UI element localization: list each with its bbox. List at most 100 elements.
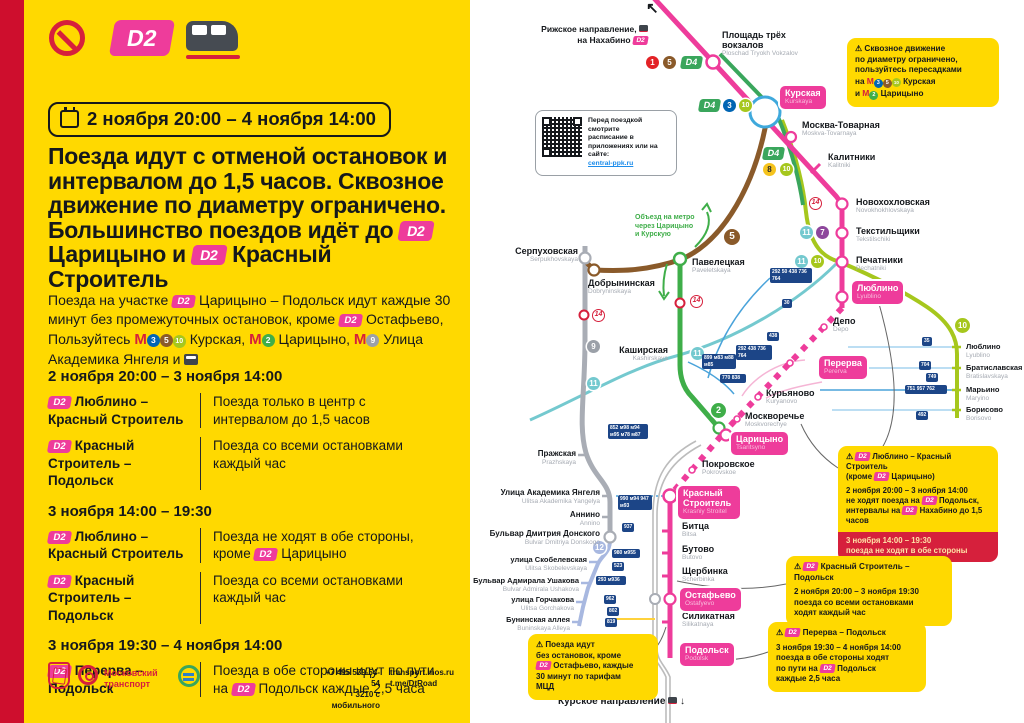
schedule-row: D2 Красный Строитель – Подольск Поезда с… (46, 437, 456, 490)
d2-chip: D2 (253, 548, 279, 561)
moscow-crest-icon (48, 662, 70, 689)
line-10-badge: 10 (172, 335, 186, 348)
route-cell: D2 Люблино – Красный Строитель (46, 393, 200, 428)
mcd-logo-icon (178, 665, 200, 687)
station-translit: Pererva (824, 368, 847, 375)
callout-no-stops: ⚠ Поезда идут без остановок, кроме D2 Ос… (528, 634, 658, 700)
line-d4-badge: D4 (679, 56, 704, 69)
station-translit: Scherbinka (682, 576, 715, 583)
station-name: Битца (682, 521, 710, 531)
station-translit: Bratislavskaya (966, 373, 1008, 380)
station-translit: Ulitsa Akademika Yangelya (521, 498, 600, 505)
desc-cell: Поезда не ходят в обе стороны, кроме D2 … (200, 527, 441, 563)
station-name: Новохохловская (856, 197, 930, 207)
bus-route-chip: 937 (622, 523, 635, 532)
detour-line2: через Царицыно (635, 222, 694, 230)
schedule-row: D2 Люблино – Красный Строитель Поезда то… (46, 393, 456, 428)
line-7-badge: 7 (816, 226, 829, 239)
station-translit: Tsaritsyno (736, 444, 766, 451)
schedule-section-title: 3 ноября 19:30 – 4 ноября 14:00 (48, 637, 283, 654)
station-translit: Pechatniki (856, 265, 886, 272)
route-cell: D2 Люблино – Красный Строитель (46, 528, 200, 563)
d2-chip: D2 (901, 506, 919, 515)
route-text: Красный Строитель – Подольск (48, 572, 135, 623)
line-10-badge: 10 (891, 77, 901, 87)
line-9-badge: 9 (587, 340, 600, 353)
station-translit: Bitsa (682, 531, 697, 538)
d2-line-badge: D2 (108, 20, 176, 56)
line-3-badge: 3 (873, 78, 883, 88)
map-lines (529, 0, 961, 723)
line-5-badge: 5 (663, 56, 676, 69)
direction-riga-line2: на Нахабино (577, 34, 631, 45)
date-range: 2 ноября 20:00 – 4 ноября 14:00 (87, 108, 376, 129)
station-translit: Novokhokhlovskaya (856, 207, 914, 214)
metro-m-icon: М (862, 87, 870, 98)
calendar-icon (60, 107, 79, 128)
train-icon (186, 21, 240, 59)
d2-chip: D2 (230, 682, 256, 696)
station-translit: Moskvorechye (745, 421, 787, 428)
callout-text: Нахабино до 1,5 часов (846, 506, 983, 525)
detour-line1: Объезд на метро (635, 214, 695, 221)
d2-chip: D2 (46, 530, 73, 544)
d2-chip: D2 (46, 396, 73, 409)
station-translit: Silikatnaya (682, 621, 714, 628)
d2-chip: D2 (190, 245, 228, 265)
para1-b: Царицыно – Подольск идут каждые 30 минут… (48, 292, 451, 327)
station-name: Текстильщики (856, 226, 920, 236)
station-name: Бульвар Адмирала Ушакова (473, 576, 579, 585)
station-name: Павелецкая (692, 257, 745, 267)
station-name: Братиславская (966, 363, 1023, 372)
station-name: Каширская (619, 345, 668, 355)
bus-route-chip: 704 (919, 361, 932, 370)
d2-chip: D2 (171, 295, 197, 308)
info-panel: D2 2 ноября 20:00 – 4 ноября 14:00 Поезд… (24, 0, 470, 723)
desc-text: Поезда не ходят в обе стороны, кроме (213, 528, 414, 562)
station-name: Силикатная (682, 611, 735, 621)
d2-chip: D2 (784, 628, 802, 637)
metro-m-icon: М (249, 331, 262, 348)
qr-text: Перед поездкой смотрите расписание в при… (588, 117, 660, 169)
callout-text: Подольск, (939, 496, 979, 505)
direction-kursk: Курское направление ↓ (558, 696, 685, 708)
callout-date: 3 ноября 19:30 – 4 ноября 14:00 (776, 642, 901, 652)
warning-icon: ⚠ (855, 44, 863, 53)
station-translit: Ulitsa Gorchakova (520, 605, 574, 612)
callout-text: по пути на (776, 663, 818, 673)
qr-caption: Перед поездкой смотрите расписание в при… (588, 117, 658, 159)
callout-red-date: 3 ноября 14:00 – 19:30 (846, 536, 932, 545)
left-red-stripe (0, 0, 24, 723)
bus-route-chip: 292 50 438 736 764 (770, 268, 812, 283)
callout-sub: Царицыно) (891, 472, 935, 481)
suburban-train-icon (639, 25, 648, 32)
schedule-section-title: 3 ноября 14:00 – 19:30 (48, 502, 212, 520)
line-10-badge: 10 (780, 163, 793, 176)
callout-date: 2 ноября 20:00 – 3 ноября 19:30 (794, 587, 919, 596)
warning-icon: ⚠ (846, 452, 853, 461)
bus-icon (184, 353, 199, 365)
d2-chip: D2 (854, 452, 871, 461)
qr-link[interactable]: central-ppk.ru (588, 159, 634, 167)
line-3-badge: 3 (146, 334, 160, 347)
station-translit: Dobryninskaya (588, 288, 631, 295)
callout-red-text: поезда не ходят в обе стороны (846, 546, 968, 555)
bus-route-chip: 899 м83 м88 м85 (702, 354, 736, 369)
line-d4-badge: D4 (697, 99, 722, 112)
d2-chip: D2 (632, 35, 649, 45)
